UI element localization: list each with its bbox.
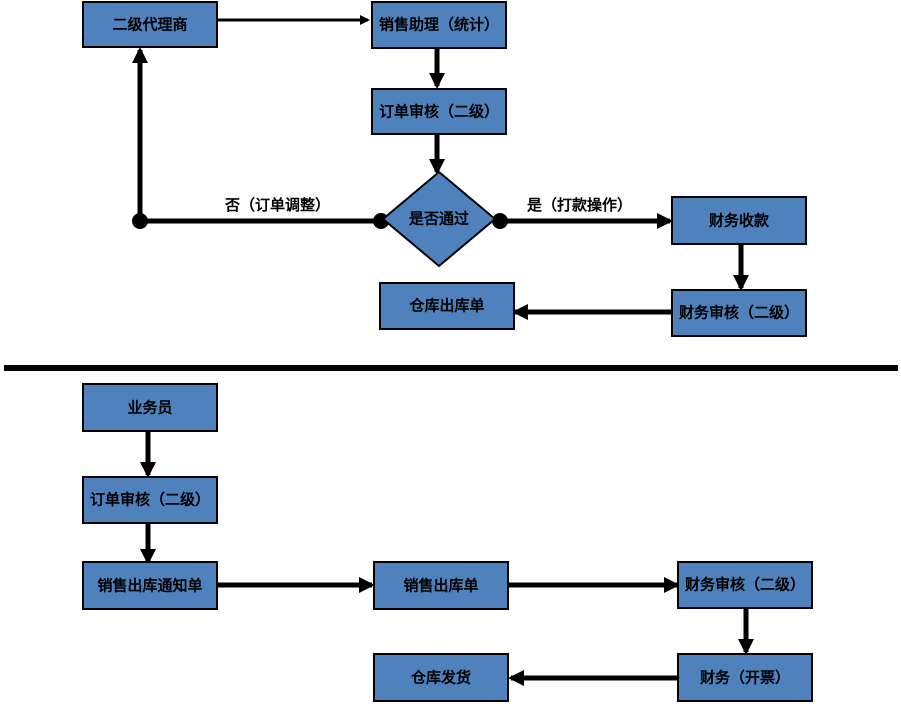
node-warehouse-ship: 仓库发货 — [373, 653, 509, 702]
node-warehouse-ship-label: 仓库发货 — [410, 669, 471, 687]
node-finance-receipt-label: 财务收款 — [709, 212, 770, 230]
node-finance-review-top: 财务审核（二级） — [671, 289, 807, 337]
node-order-review-bottom: 订单审核（二级） — [82, 476, 218, 524]
node-sales-out-notice-label: 销售出库通知单 — [97, 577, 202, 595]
node-warehouse-out-top-label: 仓库出库单 — [408, 297, 484, 315]
node-order-review-top: 订单审核（二级） — [371, 88, 507, 135]
node-agent2-label: 二级代理商 — [112, 16, 187, 34]
node-decision-label: 是否通过 — [408, 210, 469, 228]
node-decision: 是否通过 — [381, 170, 497, 268]
node-finance-invoice: 财务（开票） — [677, 653, 813, 702]
node-salesman: 业务员 — [82, 383, 218, 432]
no-branch-label: 否（订单调整） — [224, 196, 330, 214]
node-finance-invoice-label: 财务（开票） — [700, 669, 790, 687]
node-sales-assistant: 销售助理（统计） — [371, 1, 507, 49]
node-finance-review-bottom: 财务审核（二级） — [677, 561, 813, 609]
node-finance-receipt: 财务收款 — [671, 196, 807, 245]
node-order-review-bottom-label: 订单审核（二级） — [90, 491, 210, 509]
connector-dot-left — [132, 213, 148, 229]
node-order-review-top-label: 订单审核（二级） — [379, 103, 499, 121]
yes-branch-label: 是（打款操作） — [526, 196, 632, 214]
node-finance-review-bottom-label: 财务审核（二级） — [685, 576, 805, 594]
node-sales-out-label: 销售出库单 — [403, 577, 478, 595]
node-warehouse-out-top: 仓库出库单 — [379, 282, 515, 330]
node-sales-assistant-label: 销售助理（统计） — [379, 16, 499, 34]
node-sales-out-notice: 销售出库通知单 — [82, 561, 218, 610]
node-finance-review-top-label: 财务审核（二级） — [679, 304, 799, 322]
node-agent2: 二级代理商 — [82, 1, 218, 48]
node-salesman-label: 业务员 — [127, 399, 172, 417]
connector-dot-decision-right — [492, 213, 508, 229]
node-sales-out: 销售出库单 — [373, 561, 509, 610]
